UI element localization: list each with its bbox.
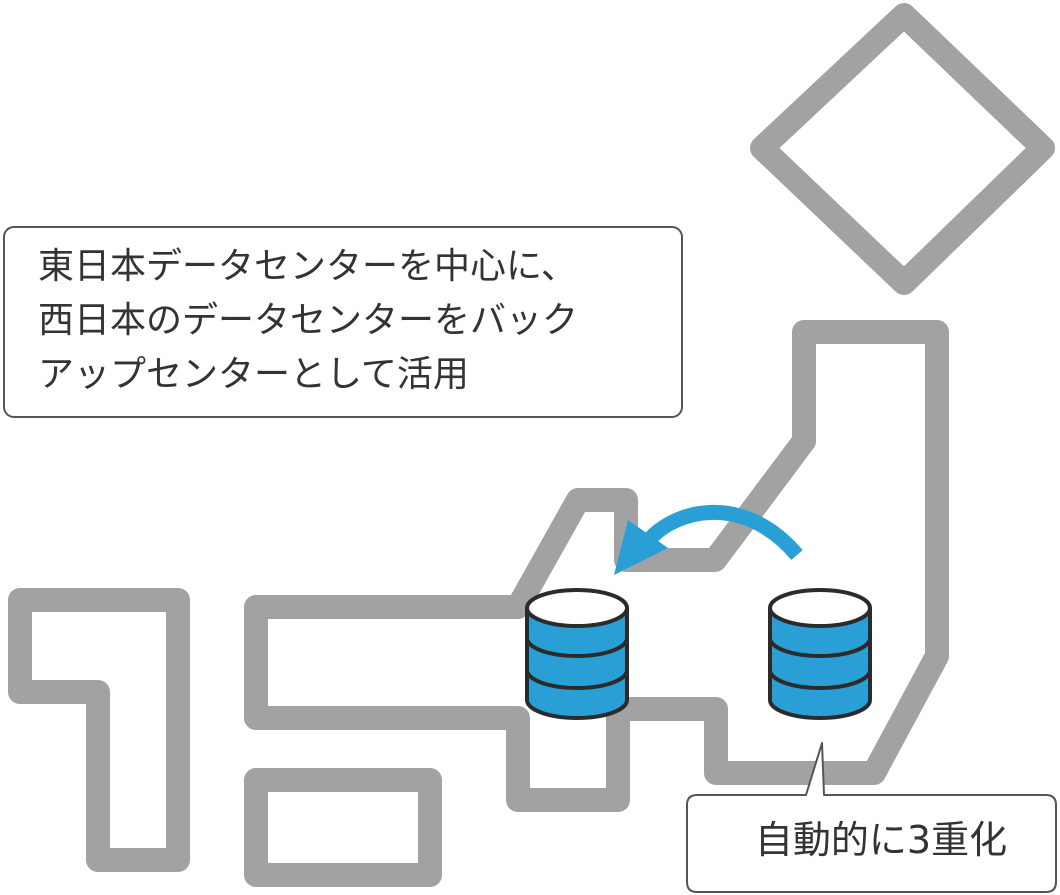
note-line-1: 東日本データセンターを中心に、 — [38, 246, 577, 287]
note-line-3: アップセンターとして活用 — [38, 354, 469, 395]
note-callout-box — [3, 226, 683, 418]
east-database-icon — [768, 588, 872, 720]
kyushu-outline — [8, 588, 190, 872]
backup-arrowhead — [614, 520, 668, 575]
triplication-label: 自動的に3重化 — [754, 818, 1008, 862]
backup-arrow — [638, 504, 803, 560]
hokkaido-outline — [750, 3, 1055, 295]
note-line-2: 西日本のデータセンターをバック — [38, 300, 579, 341]
west-database-icon — [525, 588, 629, 720]
honshu-outline — [244, 320, 949, 812]
shikoku-outline — [244, 768, 442, 887]
label-callout-box — [686, 742, 1057, 893]
note-callout-text: 東日本データセンターを中心に、 西日本のデータセンターをバック アップセンターと… — [38, 240, 678, 402]
